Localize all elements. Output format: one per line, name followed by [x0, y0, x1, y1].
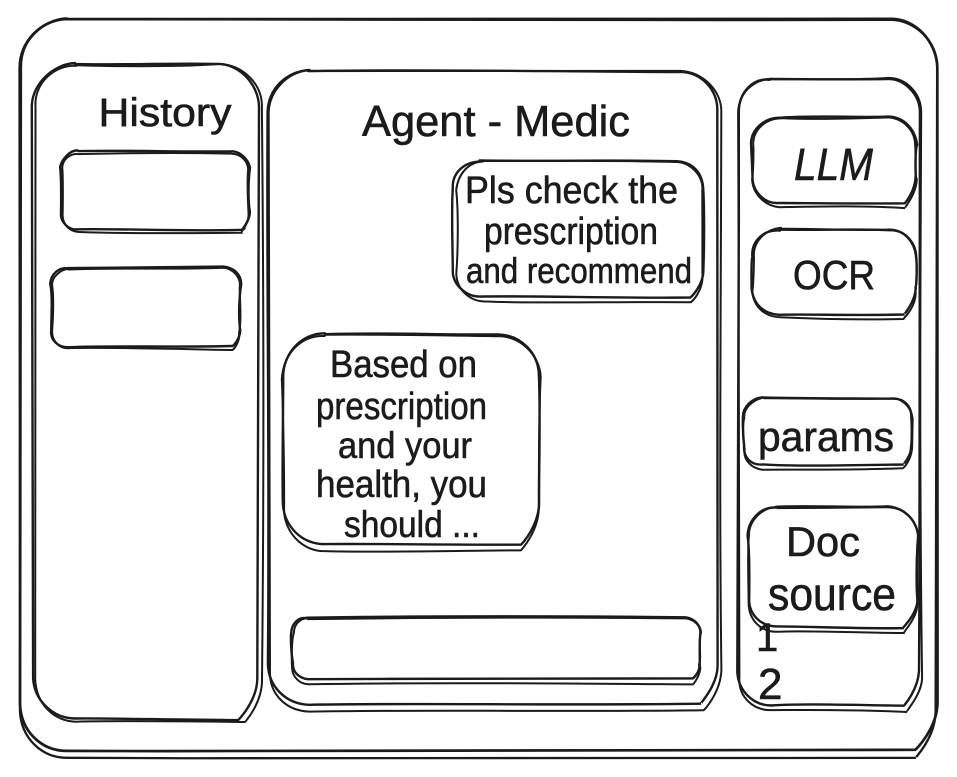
svg-text:and your: and your [338, 425, 472, 466]
svg-text:and recommend: and recommend [466, 250, 692, 291]
svg-text:1: 1 [756, 616, 778, 660]
svg-text:Pls check the: Pls check the [465, 170, 678, 212]
svg-text:OCR: OCR [793, 252, 875, 298]
svg-text:prescription: prescription [484, 211, 658, 253]
svg-text:source: source [768, 568, 896, 620]
svg-text:2: 2 [758, 660, 782, 709]
svg-text:Based on: Based on [330, 344, 477, 386]
svg-text:Doc: Doc [786, 518, 860, 565]
svg-text:should ...: should ... [344, 504, 480, 545]
svg-text:params: params [758, 413, 894, 460]
svg-text:prescription: prescription [316, 386, 487, 428]
svg-text:Agent - Medic: Agent - Medic [362, 97, 630, 146]
svg-text:LLM: LLM [794, 139, 873, 190]
svg-text:History: History [99, 91, 232, 135]
svg-text:health, you: health, you [316, 464, 487, 506]
